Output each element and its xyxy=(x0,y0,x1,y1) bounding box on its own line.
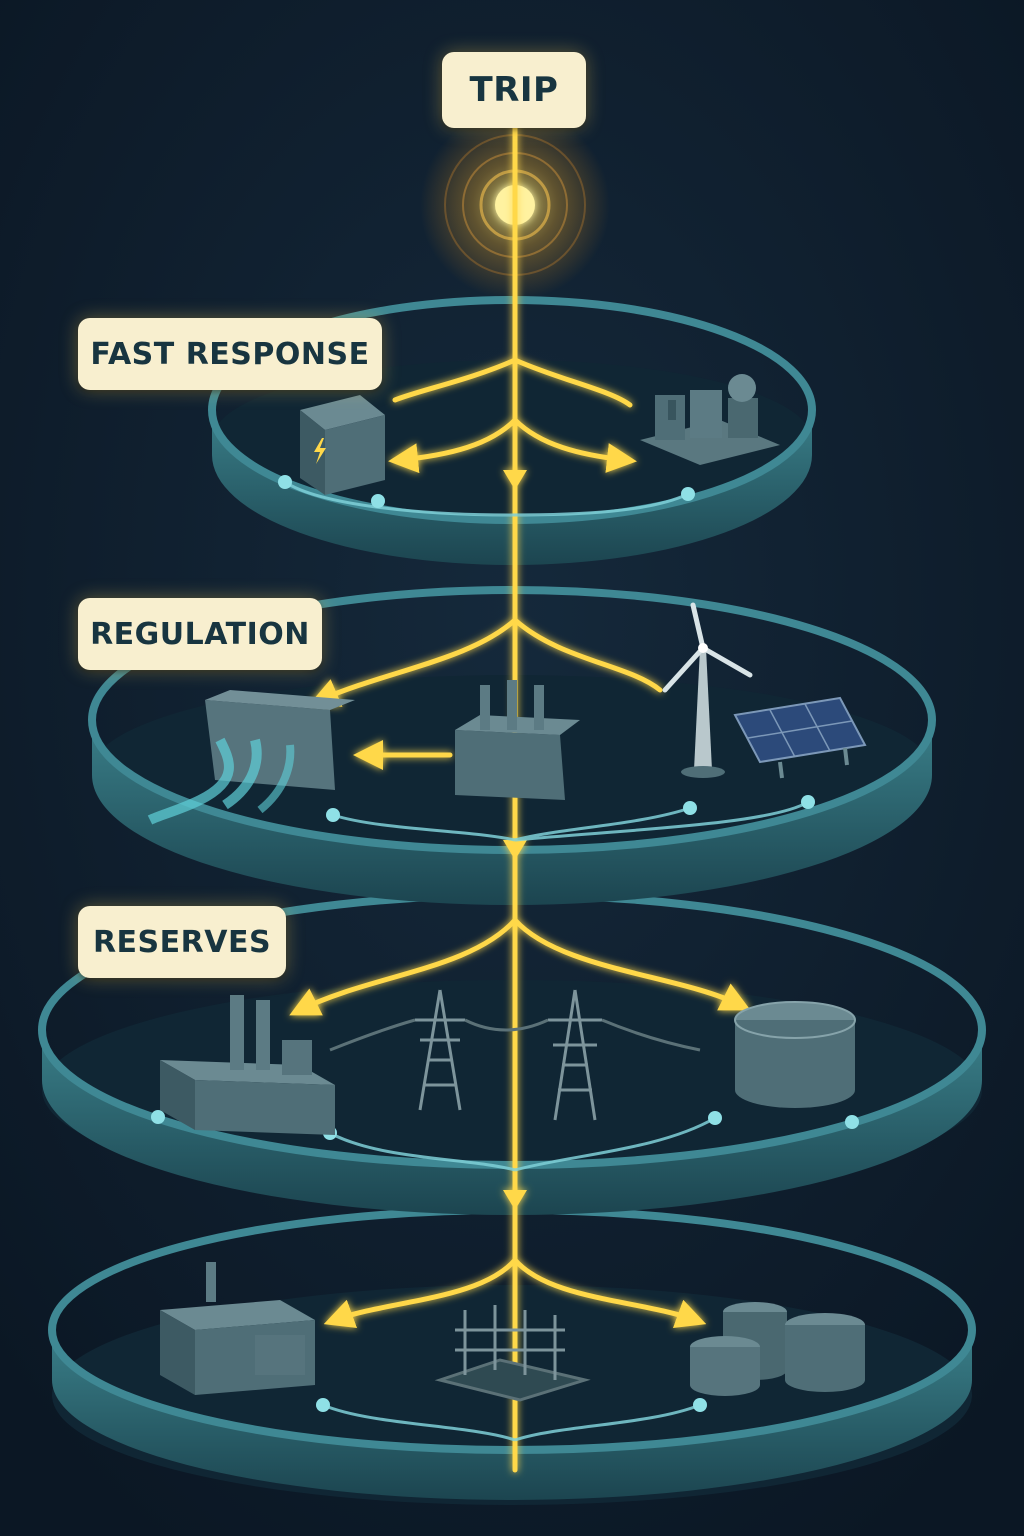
tier-regulation-band xyxy=(92,720,932,905)
fuel-tanks-icon xyxy=(690,1302,865,1396)
reg-branch-right xyxy=(512,617,663,693)
node xyxy=(693,1398,707,1412)
node xyxy=(801,795,815,809)
node xyxy=(151,1110,165,1124)
backup-arrow-right xyxy=(512,1257,707,1328)
hydro-dam-icon xyxy=(147,690,355,825)
storage-tank-icon xyxy=(734,1001,856,1108)
backup-arrow-left xyxy=(323,1257,518,1328)
tier-backup-band xyxy=(52,1330,972,1500)
reg-link-left xyxy=(332,813,516,842)
trip-label: TRIP xyxy=(442,52,586,128)
solar-panel-icon xyxy=(733,696,867,779)
backup-link-right xyxy=(514,1403,701,1442)
flow-lines xyxy=(289,125,751,1473)
trunk-arrow-3 xyxy=(503,1190,527,1210)
transmission-tower-icon xyxy=(329,989,701,1121)
node xyxy=(371,494,385,508)
node xyxy=(681,487,695,501)
res-arrow-right xyxy=(512,917,751,1011)
res-link-left xyxy=(329,1131,516,1172)
node xyxy=(278,475,292,489)
tier-reserves-band xyxy=(42,1030,982,1215)
trunk-arrow-2 xyxy=(503,840,527,860)
reg-link-right xyxy=(514,806,691,842)
res-arrow-left xyxy=(289,917,518,1016)
reg-arrow-left-upper xyxy=(308,617,518,707)
fast-link-right xyxy=(509,492,689,517)
node-network xyxy=(284,480,809,1442)
node xyxy=(708,1111,722,1125)
tier-fast-band xyxy=(212,410,812,565)
trunk-arrow-1 xyxy=(503,470,527,490)
backup-link-left xyxy=(322,1403,516,1442)
regulation-label: REGULATION xyxy=(78,598,322,670)
fast-branch-upper-right xyxy=(512,357,633,408)
reg-link-far-right xyxy=(514,800,809,842)
reserves-label: RESERVES xyxy=(78,906,286,978)
diesel-generator-icon xyxy=(160,1262,315,1395)
fast-arrow-right xyxy=(512,417,637,473)
node xyxy=(845,1115,859,1129)
battery-storage-icon xyxy=(300,395,385,495)
fast-arrow-left xyxy=(388,417,518,474)
tier-fast-ring xyxy=(208,296,816,524)
fast-branch-upper-left xyxy=(392,357,518,403)
coal-plant-icon xyxy=(160,995,335,1135)
node xyxy=(316,1398,330,1412)
wind-turbine-icon xyxy=(662,602,753,778)
gas-engine-plant-icon xyxy=(640,374,780,465)
node xyxy=(326,808,340,822)
substation-icon xyxy=(434,1305,591,1402)
res-link-right xyxy=(514,1116,716,1172)
fast-response-label: FAST RESPONSE xyxy=(78,318,382,390)
node xyxy=(683,801,697,815)
thermal-plant-icon xyxy=(455,680,580,800)
